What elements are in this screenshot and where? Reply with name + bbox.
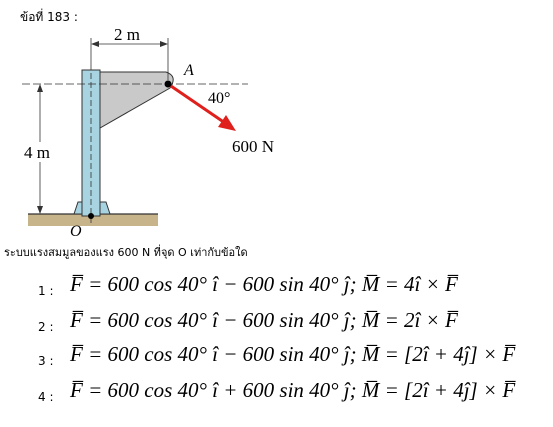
choice-3-number: 3 :: [38, 354, 54, 368]
choice-3[interactable]: 3 : F̅ = 600 cos 40° î − 600 sin 40° ĵ; …: [38, 342, 548, 376]
dim-width-arrow-left: [91, 41, 99, 47]
point-a-dot: [164, 80, 172, 88]
choice-1[interactable]: 1 : F̅ = 600 cos 40° î − 600 sin 40° ĵ; …: [38, 272, 548, 306]
dim-height-label: 4 m: [24, 143, 50, 162]
question-text: ระบบแรงสมมูลของแรง 600 N ที่จุด O เท่ากั…: [4, 246, 248, 259]
question-number: ข้อที่ 183 :: [20, 10, 78, 24]
choice-4[interactable]: 4 : F̅ = 600 cos 40° î + 600 sin 40° ĵ; …: [38, 378, 548, 412]
dim-width-label: 2 m: [114, 25, 140, 44]
choice-2[interactable]: 2 : F̅ = 600 cos 40° î − 600 sin 40° ĵ; …: [38, 308, 548, 342]
dim-height-arrow-bottom: [37, 206, 43, 214]
force-arrow: [167, 82, 229, 127]
angle-label: 40°: [208, 90, 230, 107]
choice-1-number: 1 :: [38, 284, 54, 298]
force-diagram: 2 m 4 m A O 40° 600 N: [22, 25, 274, 239]
force-arrowhead: [218, 115, 236, 131]
point-a-label: A: [183, 62, 194, 79]
choice-2-expression: F̅ = 600 cos 40° î − 600 sin 40° ĵ; M̅ =…: [70, 308, 458, 332]
point-o-dot: [88, 213, 94, 219]
choice-4-expression: F̅ = 600 cos 40° î + 600 sin 40° ĵ; M̅ =…: [70, 378, 516, 402]
choice-2-number: 2 :: [38, 320, 54, 334]
dim-width-arrow-right: [160, 41, 168, 47]
force-label: 600 N: [232, 137, 274, 156]
bracket-arm: [99, 71, 174, 129]
choice-4-number: 4 :: [38, 390, 54, 404]
choice-1-expression: F̅ = 600 cos 40° î − 600 sin 40° ĵ; M̅ =…: [70, 272, 458, 296]
point-o-label: O: [70, 223, 82, 239]
choice-3-expression: F̅ = 600 cos 40° î − 600 sin 40° ĵ; M̅ =…: [70, 342, 516, 366]
ground: [28, 214, 158, 226]
dim-height-arrow-top: [37, 84, 43, 92]
